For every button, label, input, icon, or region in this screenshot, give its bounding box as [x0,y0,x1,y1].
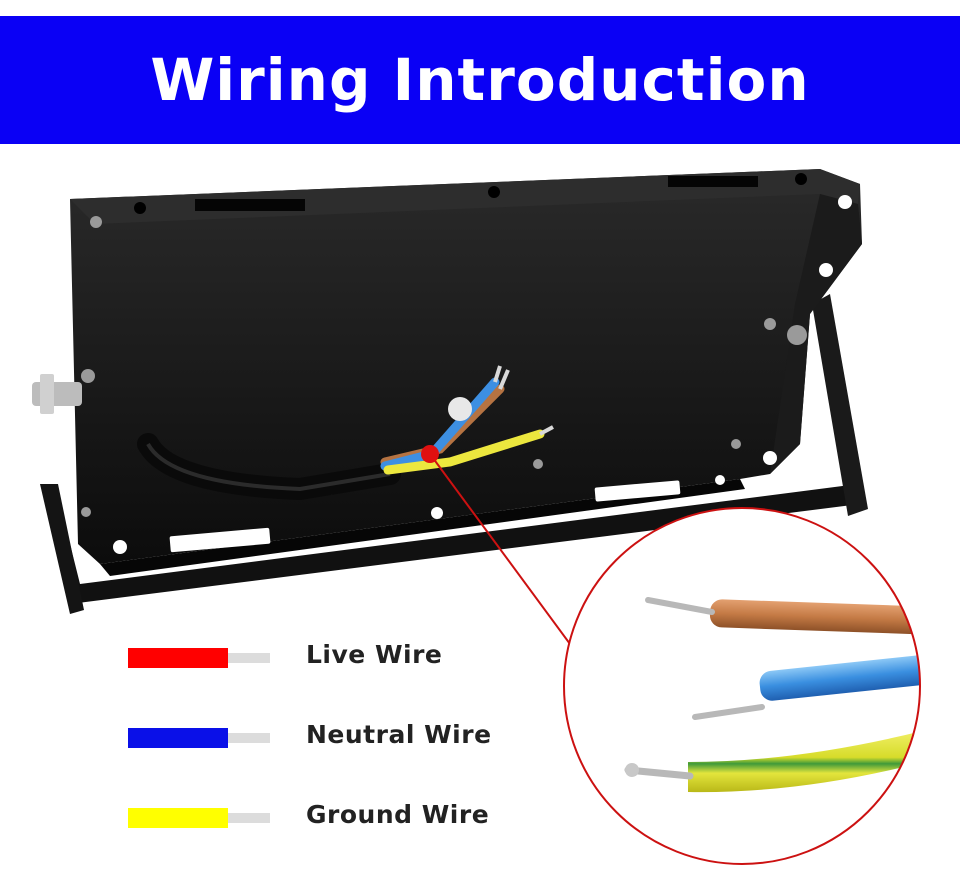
ground-wire-swatch [128,808,228,828]
ground-wire-swatch-tail [228,813,270,823]
wire-closeup-callout [563,507,921,865]
page-title: Wiring Introduction [150,46,810,114]
legend-item-live: Live Wire [128,640,528,680]
title-banner: Wiring Introduction [0,16,960,144]
neutral-wire-label: Neutral Wire [306,720,492,749]
neutral-wire-swatch-tail [228,733,270,743]
neutral-wire-swatch [128,728,228,748]
legend-item-neutral: Neutral Wire [128,720,528,760]
mounting-bracket [40,294,868,614]
live-wire-swatch-tail [228,653,270,663]
callout-line [421,445,571,645]
housing [32,169,862,576]
live-wire-swatch [128,648,228,668]
legend-item-ground: Ground Wire [128,800,528,840]
live-wire-label: Live Wire [306,640,443,669]
ground-wire-label: Ground Wire [306,800,490,829]
product-photo [32,169,921,865]
